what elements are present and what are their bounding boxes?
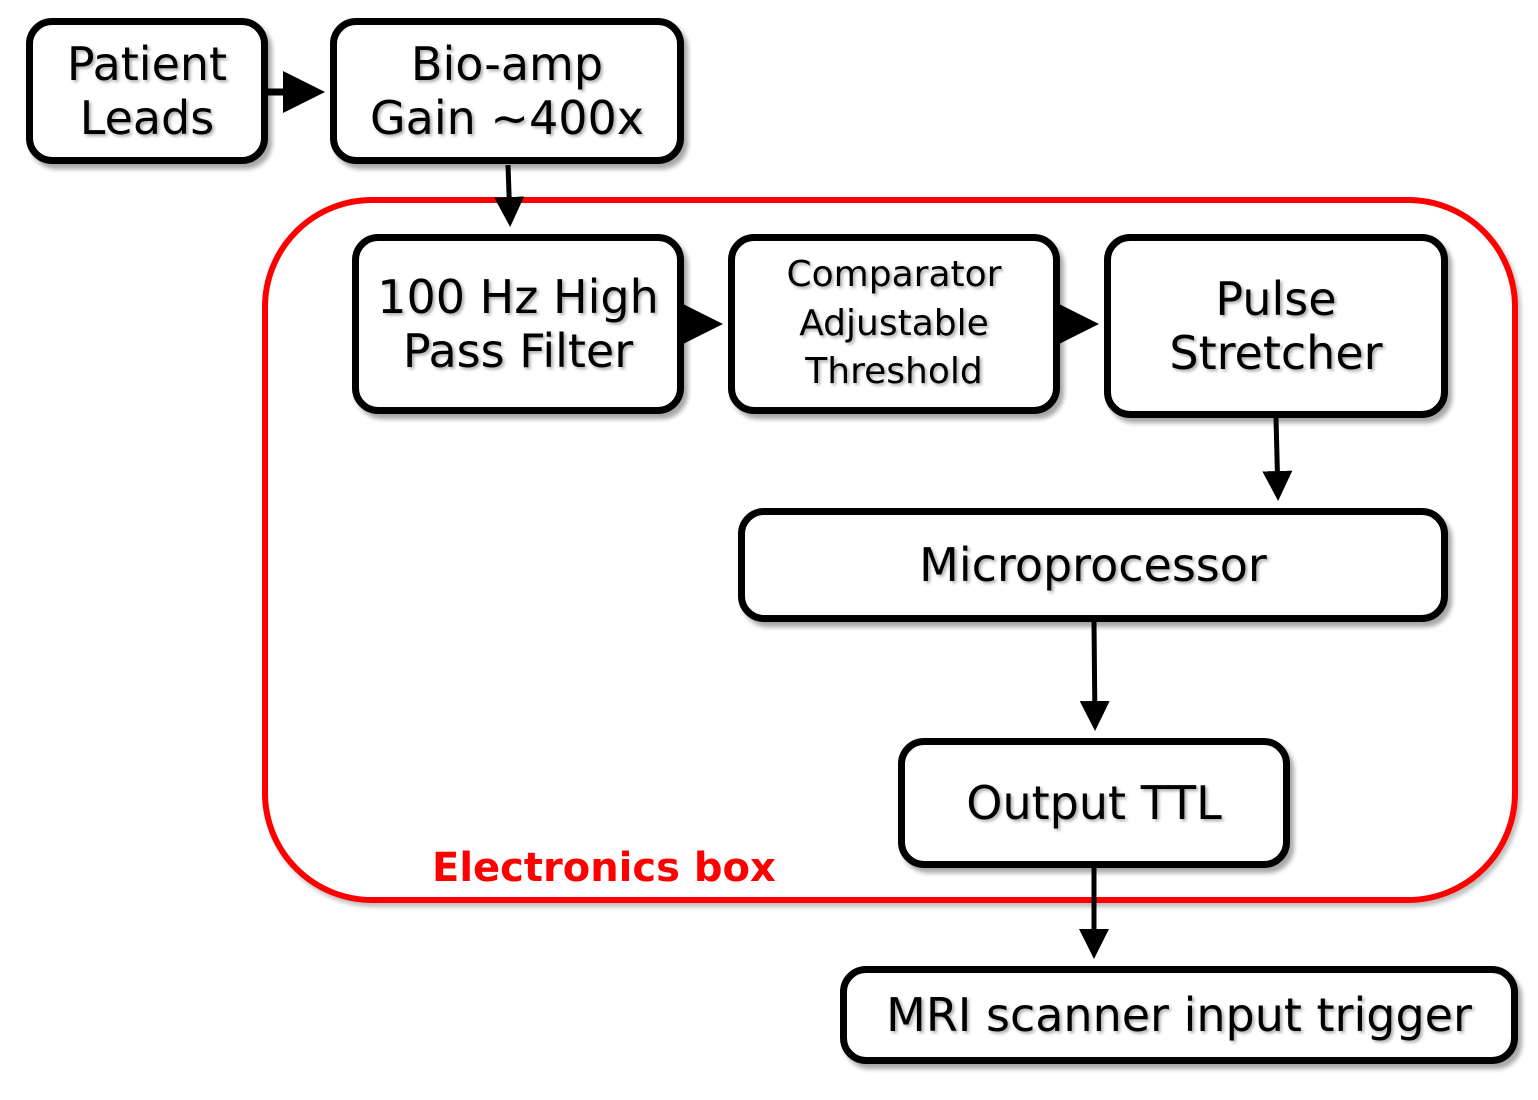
edge-bio-amp-high-pass-filter [494,164,525,227]
node-patient-leads: Patient Leads [26,18,268,164]
node-pulse-stretcher: Pulse Stretcher [1104,234,1448,418]
node-mri-trigger: MRI scanner input trigger [840,966,1518,1064]
node-label: 100 Hz High Pass Filter [377,269,659,378]
node-label: Output TTL [966,775,1222,830]
node-label: Microprocessor [919,537,1267,592]
node-high-pass-filter: 100 Hz High Pass Filter [352,234,684,414]
node-output-ttl: Output TTL [898,738,1290,868]
node-label: Pulse Stretcher [1169,271,1383,380]
node-label: Comparator Adjustable Threshold [786,254,1002,393]
node-bio-amp: Bio-amp Gain ~400x [330,18,684,164]
electronics-box-group [262,197,1518,903]
node-label: Patient Leads [66,36,228,145]
node-label: MRI scanner input trigger [886,987,1472,1042]
node-label: Bio-amp Gain ~400x [370,36,644,145]
electronics-box-label: Electronics box [432,845,776,891]
edge-microprocessor-output-ttl [1079,621,1110,731]
node-microprocessor: Microprocessor [738,508,1448,622]
node-comparator: Comparator Adjustable Threshold [728,234,1060,414]
edge-pulse-stretcher-microprocessor [1262,417,1293,501]
